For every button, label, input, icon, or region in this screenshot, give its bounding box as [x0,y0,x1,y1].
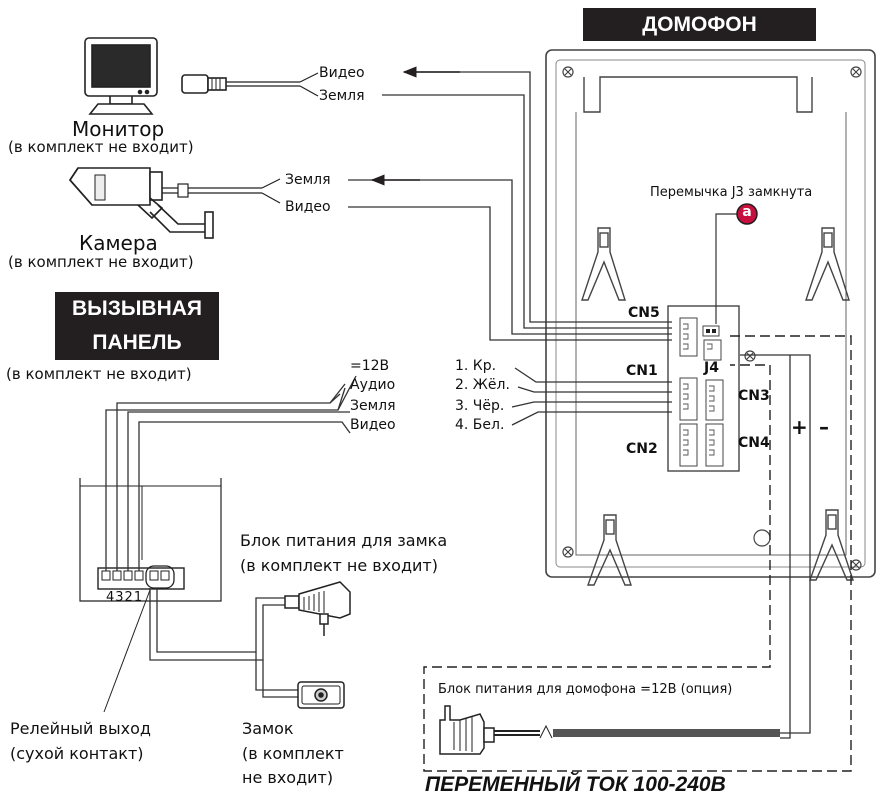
camera-name: Камера [79,231,158,255]
wire-color-1: 1. Кр. [455,358,497,374]
lock-line3: не входит) [242,768,334,787]
intercom-psu-label: Блок питания для домофона =12В (опция) [438,682,733,697]
call-panel-title: ВЫЗЫВНАЯ ПАНЕЛЬ [55,292,219,360]
connector-cn4: CN4 [738,435,770,451]
power-dashed-lines [423,335,852,772]
wire-color-2: 2. Жёл. [455,377,510,393]
monitor-ground-label: Земля [319,88,365,104]
connector-cn5: CN5 [628,305,660,321]
connector-cn1: CN1 [626,363,658,379]
wire-signal-2: Аудио [350,377,396,393]
connector-cn2: CN2 [626,441,658,457]
wire-color-4: 4. Бел. [455,417,505,433]
polarity-plus: + [791,415,808,439]
wire-signal-3: Земля [350,398,396,414]
lock-psu-drawing [284,581,351,636]
call-panel-title-line2: ПАНЕЛЬ [92,331,182,354]
signal-wires [348,71,746,426]
monitor-video-label: Видео [319,65,365,81]
monitor-name: Монитор [72,117,165,141]
lock-psu-line2: (в комплект не входит) [240,556,438,575]
wire-signal-4: Видео [350,417,396,433]
intercom-back-panel [545,49,876,586]
terminal-numbers: 4321 [106,590,144,605]
camera-drawing [68,167,281,239]
lock-psu-line1: Блок питания для замка [240,531,448,550]
camera-note: (в комплект не входит) [8,253,194,271]
jumper-marker [736,203,758,225]
call-panel-title-line1: ВЫЗЫВНАЯ [71,297,203,320]
wire-signal-1: =12В [350,358,390,374]
call-panel-drawing [79,375,357,713]
polarity-minus: – [819,415,829,439]
relay-line1: Релейный выход [10,719,151,738]
camera-video-label: Видео [285,199,331,215]
connector-cn3: CN3 [738,388,770,404]
signal-arrows [370,66,460,186]
intercom-psu-drawing [439,354,811,755]
monitor-drawing [84,37,319,115]
lock-line1: Замок [242,719,294,738]
connector-j4: J4 [704,360,719,376]
call-panel-note: (в комплект не входит) [6,365,192,383]
relay-line2: (сухой контакт) [10,744,144,763]
jumper-label: Перемычка J3 замкнута [650,185,813,200]
lock-drawing [297,681,345,709]
wire-color-3: 3. Чёр. [455,398,505,414]
ac-voltage-label: ПЕРЕМЕННЫЙ ТОК 100-240В [425,773,726,796]
jumper-marker-letter: a [742,204,752,220]
lock-line2: (в комплект [242,744,344,763]
camera-ground-label: Земля [285,172,331,188]
intercom-title: ДОМОФОН [583,8,816,41]
monitor-note: (в комплект не входит) [8,138,194,156]
